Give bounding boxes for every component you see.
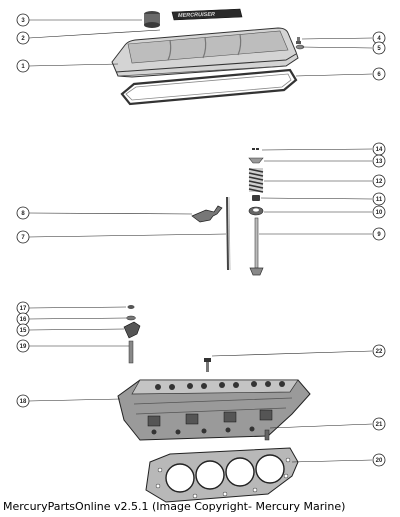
callout-5: 5: [372, 41, 386, 55]
rocker-arm-group: [123, 305, 141, 364]
head-gasket: [145, 447, 299, 503]
callout-15: 15: [16, 323, 30, 337]
callout-3-label: 3: [21, 18, 25, 24]
valve-spring-cap: [248, 157, 264, 164]
callout-20: 20: [372, 453, 386, 467]
callout-7-label: 7: [21, 235, 25, 241]
rocker-arm-stud: [128, 340, 134, 364]
callout-bubbles: 3 2 1 4 5 6 14 13 12 11 10 9 8 7 17: [16, 13, 386, 467]
valve-shield: [248, 206, 264, 216]
push-rod-guide: [191, 205, 223, 223]
rocker-cover-group: MERCRUISER: [111, 8, 305, 106]
callout-4-label: 4: [377, 36, 381, 42]
valve-spring: [248, 168, 264, 193]
image-copyright-caption: MercuryPartsOnline v2.5.1 (Image Copyrig…: [3, 500, 346, 513]
rocker-ball: [126, 315, 136, 321]
callout-16: 16: [16, 312, 30, 326]
callout-21-label: 21: [376, 422, 383, 428]
callout-11: 11: [372, 192, 386, 206]
callout-13-label: 13: [376, 159, 383, 165]
cylinder-head-group: [117, 358, 311, 503]
callout-9-label: 9: [377, 232, 381, 238]
callout-20-label: 20: [376, 458, 383, 464]
callout-3: 3: [16, 13, 30, 27]
callout-6: 6: [372, 67, 386, 81]
callout-18-label: 18: [20, 399, 27, 405]
callout-14: 14: [372, 142, 386, 156]
cylinder-head: [117, 379, 311, 441]
callout-7: 7: [16, 230, 30, 244]
callout-1: 1: [16, 59, 30, 73]
rocker-nut: [127, 305, 135, 309]
head-plug: [264, 429, 270, 441]
valve-cover-gasket: [120, 68, 298, 106]
callout-2: 2: [16, 31, 30, 45]
callout-21: 21: [372, 417, 386, 431]
callout-16-label: 16: [20, 317, 27, 323]
callout-2-label: 2: [21, 36, 25, 42]
valve-keys: [252, 148, 259, 150]
callout-22: 22: [372, 344, 386, 358]
callout-5-label: 5: [377, 46, 381, 52]
callout-1-label: 1: [21, 64, 25, 70]
valve: [249, 217, 264, 276]
callout-6-label: 6: [377, 72, 381, 78]
callout-10-label: 10: [376, 210, 383, 216]
callout-12: 12: [372, 174, 386, 188]
callout-leader-lines: [28, 19, 373, 463]
callout-9: 9: [372, 227, 386, 241]
valve-cover: [111, 27, 299, 78]
callout-22-label: 22: [376, 349, 383, 355]
callout-18: 18: [16, 394, 30, 408]
valve-seal: [252, 195, 260, 201]
push-rod: [226, 196, 231, 271]
callout-17: 17: [16, 301, 30, 315]
head-bolt: [204, 358, 211, 372]
callout-14-label: 14: [376, 147, 383, 153]
callout-10: 10: [372, 205, 386, 219]
callout-11-label: 11: [376, 197, 383, 203]
cover-screw: [296, 37, 301, 44]
brand-plate: MERCRUISER: [171, 8, 243, 21]
callout-19: 19: [16, 339, 30, 353]
callout-19-label: 19: [20, 344, 27, 350]
callout-15-label: 15: [20, 328, 27, 334]
rocker-arm: [123, 321, 141, 339]
callout-8: 8: [16, 206, 30, 220]
oil-filler-cap: [144, 11, 160, 28]
callout-17-label: 17: [20, 306, 27, 312]
valve-train-group: [191, 148, 264, 276]
brand-plate-label: MERCRUISER: [178, 12, 215, 19]
callout-12-label: 12: [376, 179, 383, 185]
callout-8-label: 8: [21, 211, 25, 217]
callout-13: 13: [372, 154, 386, 168]
